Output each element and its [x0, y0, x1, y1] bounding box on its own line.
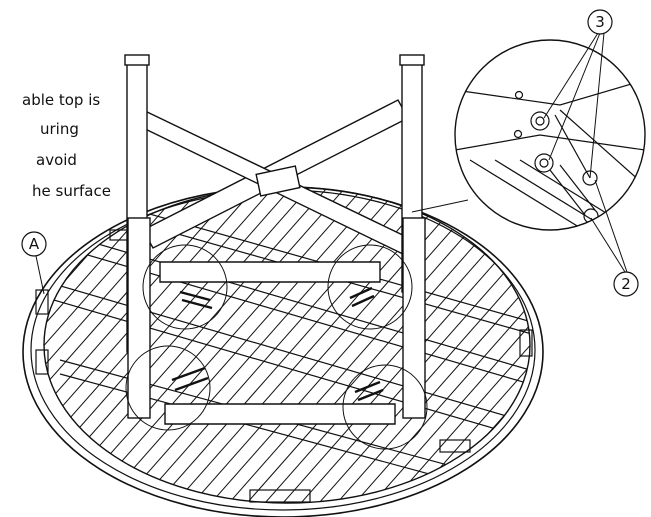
bolts	[171, 286, 384, 402]
slat-line	[357, 187, 530, 503]
slat-line	[44, 187, 173, 503]
svg-text:2: 2	[621, 275, 631, 293]
slat-line	[105, 187, 407, 503]
slat-line	[610, 180, 651, 517]
slat-line	[87, 187, 389, 503]
slat-line	[592, 180, 651, 517]
detail-circles	[125, 244, 428, 450]
slat-line	[375, 187, 530, 503]
slat-line	[321, 187, 530, 503]
slat-line	[303, 187, 530, 503]
rim-blocks	[35, 229, 533, 503]
zoom-detail	[454, 39, 646, 231]
slat-line	[628, 180, 651, 517]
x-brace	[136, 99, 414, 256]
instruction-note-line-2: uring	[40, 120, 79, 138]
slat-line	[44, 187, 245, 503]
slat-line	[195, 187, 497, 503]
svg-text:3: 3	[595, 13, 605, 31]
slat-line	[285, 187, 530, 503]
slat-line	[429, 187, 530, 503]
callout-leaders	[35, 32, 628, 295]
slat-line	[519, 187, 530, 503]
apron-rails	[159, 261, 396, 425]
slat-line	[393, 187, 530, 503]
callout-part-2: 2	[613, 271, 639, 297]
slat-line	[501, 187, 530, 503]
slat-line	[646, 180, 651, 517]
svg-text:A: A	[29, 235, 40, 253]
callout-part-3: 3	[587, 9, 613, 35]
slat-line	[177, 187, 479, 503]
callout-part-a: A	[21, 231, 47, 257]
slat-line	[44, 187, 263, 503]
zoom-leader	[411, 199, 469, 213]
slat-line	[44, 187, 101, 503]
instruction-note-line-3: avoid	[36, 151, 77, 169]
table-legs	[124, 54, 426, 419]
slat-line	[556, 180, 651, 517]
slat-line	[465, 187, 530, 503]
instruction-note-line-1: able top is	[22, 91, 101, 109]
instruction-note-line-4: he surface	[32, 182, 111, 200]
